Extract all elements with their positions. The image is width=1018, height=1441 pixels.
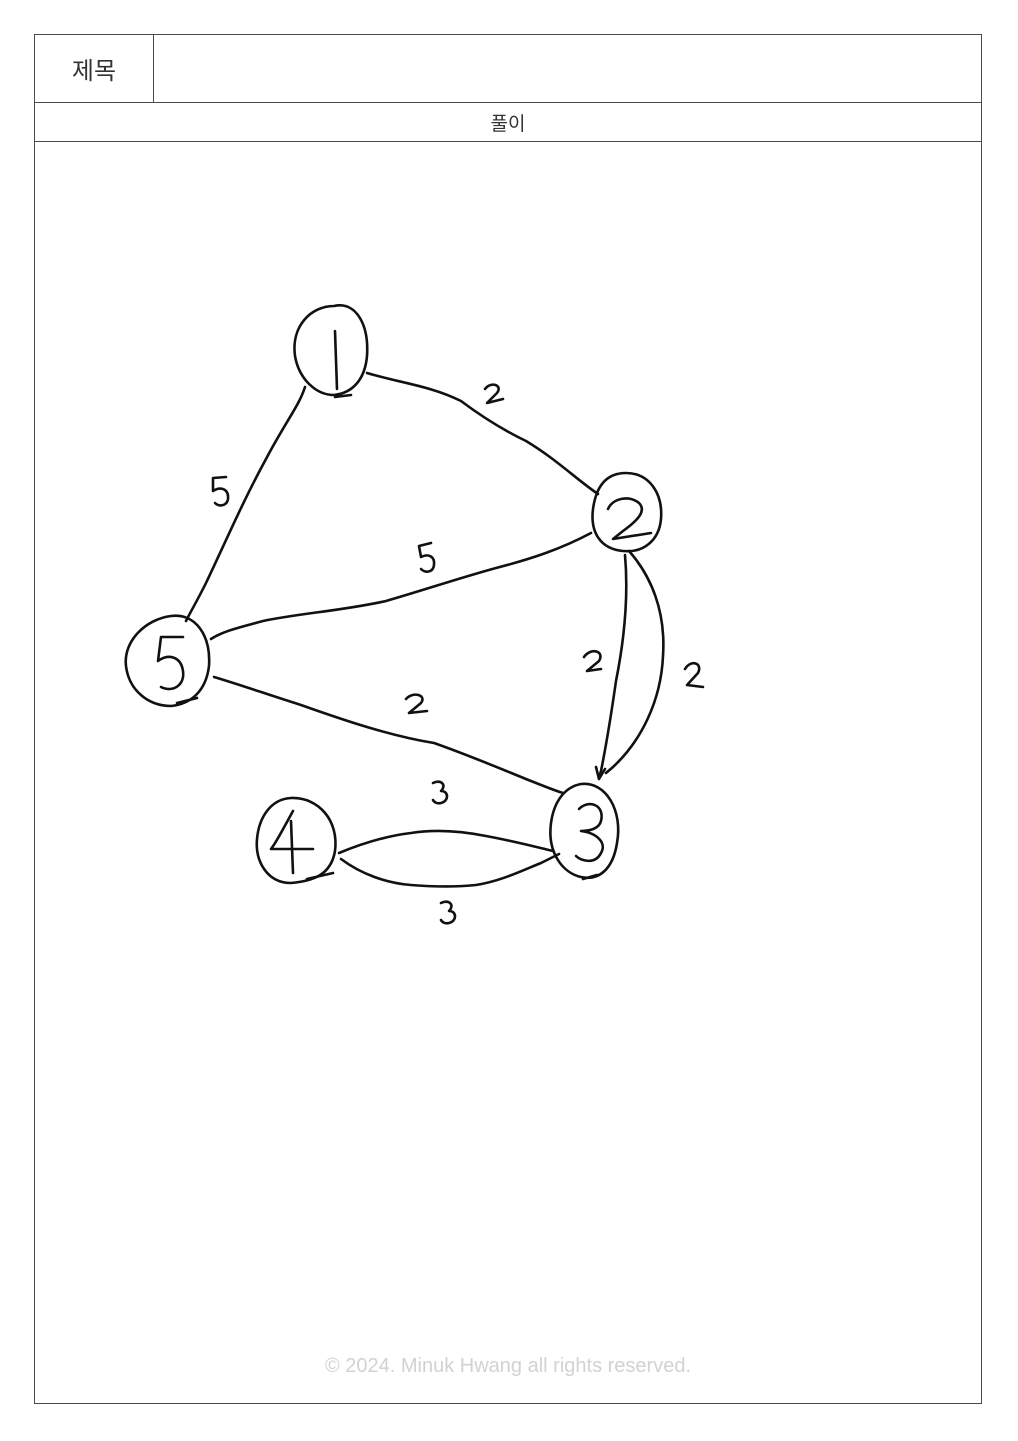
edge-1-2 — [365, 371, 600, 496]
weight-2-3-outer — [683, 661, 705, 689]
title-label: 제목 — [35, 35, 154, 102]
node-1 — [293, 304, 369, 399]
note-sheet: 제목 풀이 — [34, 34, 982, 1404]
node-5 — [124, 614, 211, 708]
node-3 — [549, 782, 620, 881]
weight-1-2 — [483, 383, 505, 405]
arrowhead-2-3 — [594, 765, 607, 781]
edge-2-3-outer — [604, 549, 665, 775]
node-4 — [255, 796, 337, 885]
edge-5-3 — [212, 675, 565, 795]
weight-2-3-inner — [582, 649, 603, 673]
drawing-canvas[interactable] — [35, 142, 981, 1403]
weight-4-3-top — [431, 780, 449, 805]
weight-2-5 — [417, 541, 436, 573]
edge-2-3-inner — [597, 553, 628, 780]
edge-1-5 — [184, 385, 307, 623]
edge-4-3-bottom — [339, 852, 561, 888]
title-row: 제목 — [35, 35, 981, 103]
weight-5-3 — [404, 693, 429, 715]
solution-header: 풀이 — [35, 103, 981, 142]
node-2 — [591, 471, 663, 553]
copyright-footer: © 2024. Minuk Hwang all rights reserved. — [324, 1355, 691, 1377]
weight-4-3-bottom — [439, 900, 457, 925]
weight-1-5 — [211, 475, 230, 507]
edge-4-3-top — [337, 829, 555, 855]
edge-2-5 — [209, 531, 593, 641]
